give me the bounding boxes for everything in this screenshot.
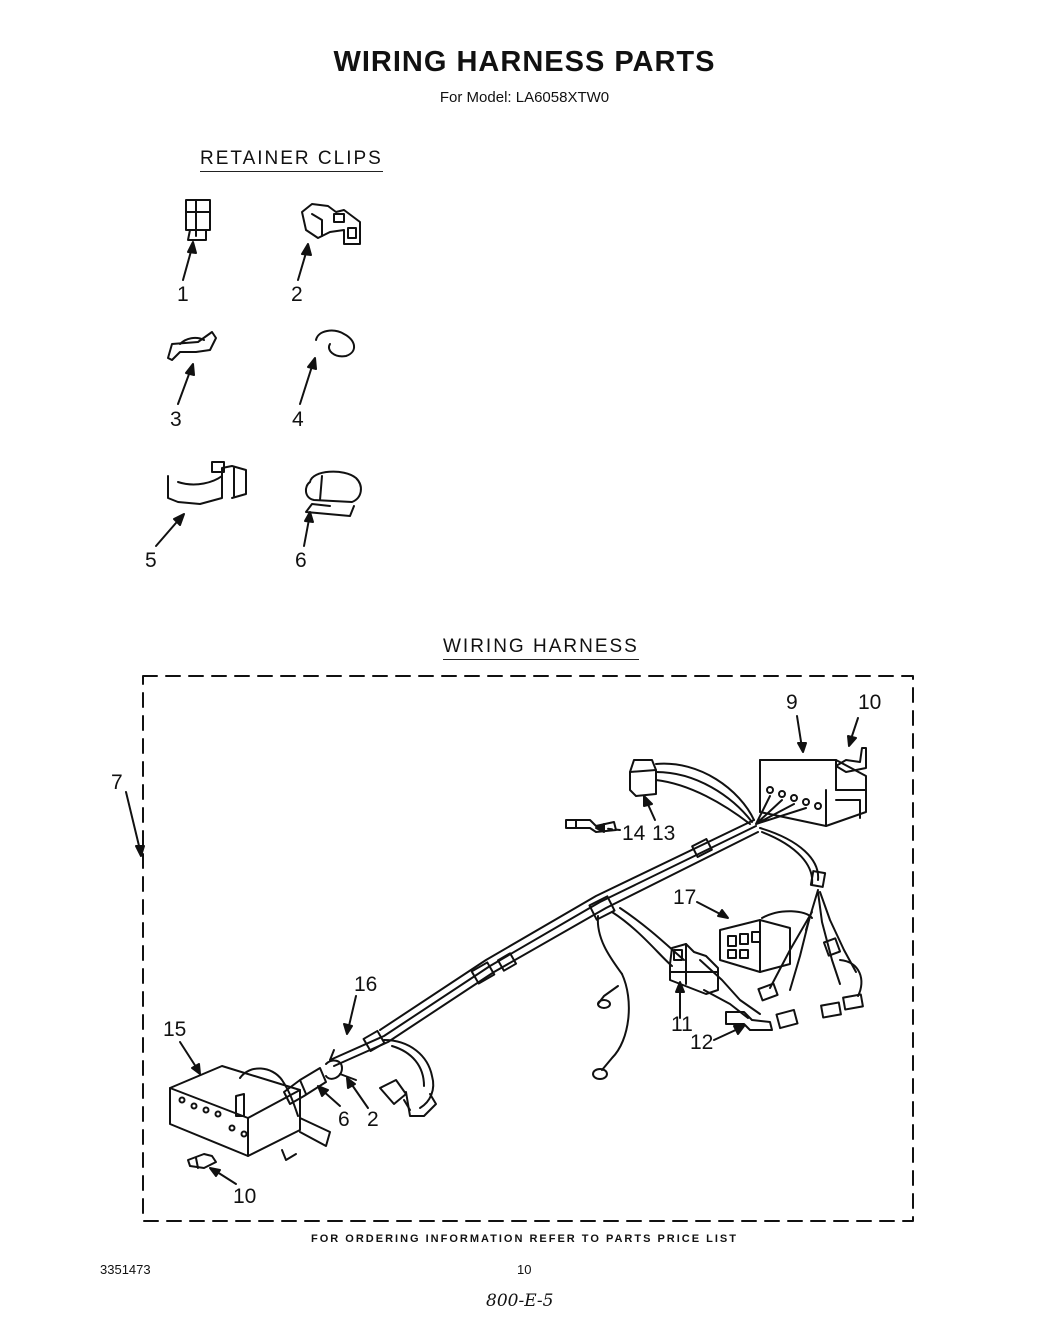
clip-2-drawing	[301, 203, 361, 245]
callout-11: 11	[671, 1013, 693, 1036]
callout-4: 4	[292, 408, 304, 431]
callout-14: 14	[622, 822, 646, 845]
clip-5-drawing	[167, 461, 247, 505]
block-15-drawing	[169, 1065, 331, 1161]
callout-13: 13	[652, 822, 676, 845]
ordering-note: FOR ORDERING INFORMATION REFER TO PARTS …	[311, 1233, 738, 1245]
callout-5: 5	[145, 549, 157, 572]
harness-frame	[142, 675, 914, 1222]
wiring-harness-heading: WIRING HARNESS	[443, 636, 639, 660]
callout-17: 17	[673, 886, 697, 909]
page-title: WIRING HARNESS PARTS	[333, 46, 716, 78]
ground-wire-drawing	[592, 915, 630, 1080]
clip-1-drawing	[185, 199, 211, 241]
switch-11-drawing	[669, 943, 719, 995]
callout-16: 16	[354, 973, 378, 996]
wire-loop-drawing	[379, 1039, 437, 1117]
callout-15: 15	[163, 1018, 187, 1041]
right-branch-wires	[757, 827, 864, 1030]
harness-leaders	[125, 715, 859, 1185]
document-number: 3351473	[100, 1262, 151, 1277]
model-subtitle: For Model: LA6058XTW0	[439, 89, 610, 106]
terminal-12-drawing	[725, 1011, 773, 1031]
callout-2: 2	[291, 283, 303, 306]
page-number: 10	[517, 1262, 532, 1277]
connector-13-drawing	[629, 759, 755, 825]
connector-6-2-drawing	[283, 1049, 357, 1105]
connector-9-wires	[755, 795, 807, 825]
clip-4-drawing	[315, 329, 355, 358]
handwritten-note: 800-E-5	[486, 1291, 554, 1311]
callout-1: 1	[177, 283, 189, 306]
callout-10-bottom: 10	[233, 1185, 257, 1208]
terminal-10-top-drawing	[835, 747, 867, 773]
callout-6: 6	[295, 549, 307, 572]
retainer-clips-heading: RETAINER CLIPS	[200, 148, 383, 172]
terminal-10-bottom-drawing	[187, 1153, 217, 1169]
callout-9: 9	[786, 691, 798, 714]
middle-branch-wires	[611, 907, 761, 1019]
callout-12: 12	[690, 1031, 714, 1054]
terminal-14-drawing	[565, 819, 617, 833]
connector-17-drawing	[719, 910, 813, 973]
clip-6-drawing	[304, 470, 362, 517]
harness-trunk	[329, 819, 759, 1067]
callout-2-harness: 2	[367, 1108, 379, 1131]
callout-3: 3	[170, 408, 182, 431]
callout-7: 7	[111, 771, 123, 794]
clip-3-drawing	[167, 331, 217, 361]
retainer-arrows	[155, 241, 317, 547]
callout-10-top: 10	[858, 691, 882, 714]
connector-9-drawing	[759, 759, 867, 827]
callout-6-harness: 6	[338, 1108, 350, 1131]
